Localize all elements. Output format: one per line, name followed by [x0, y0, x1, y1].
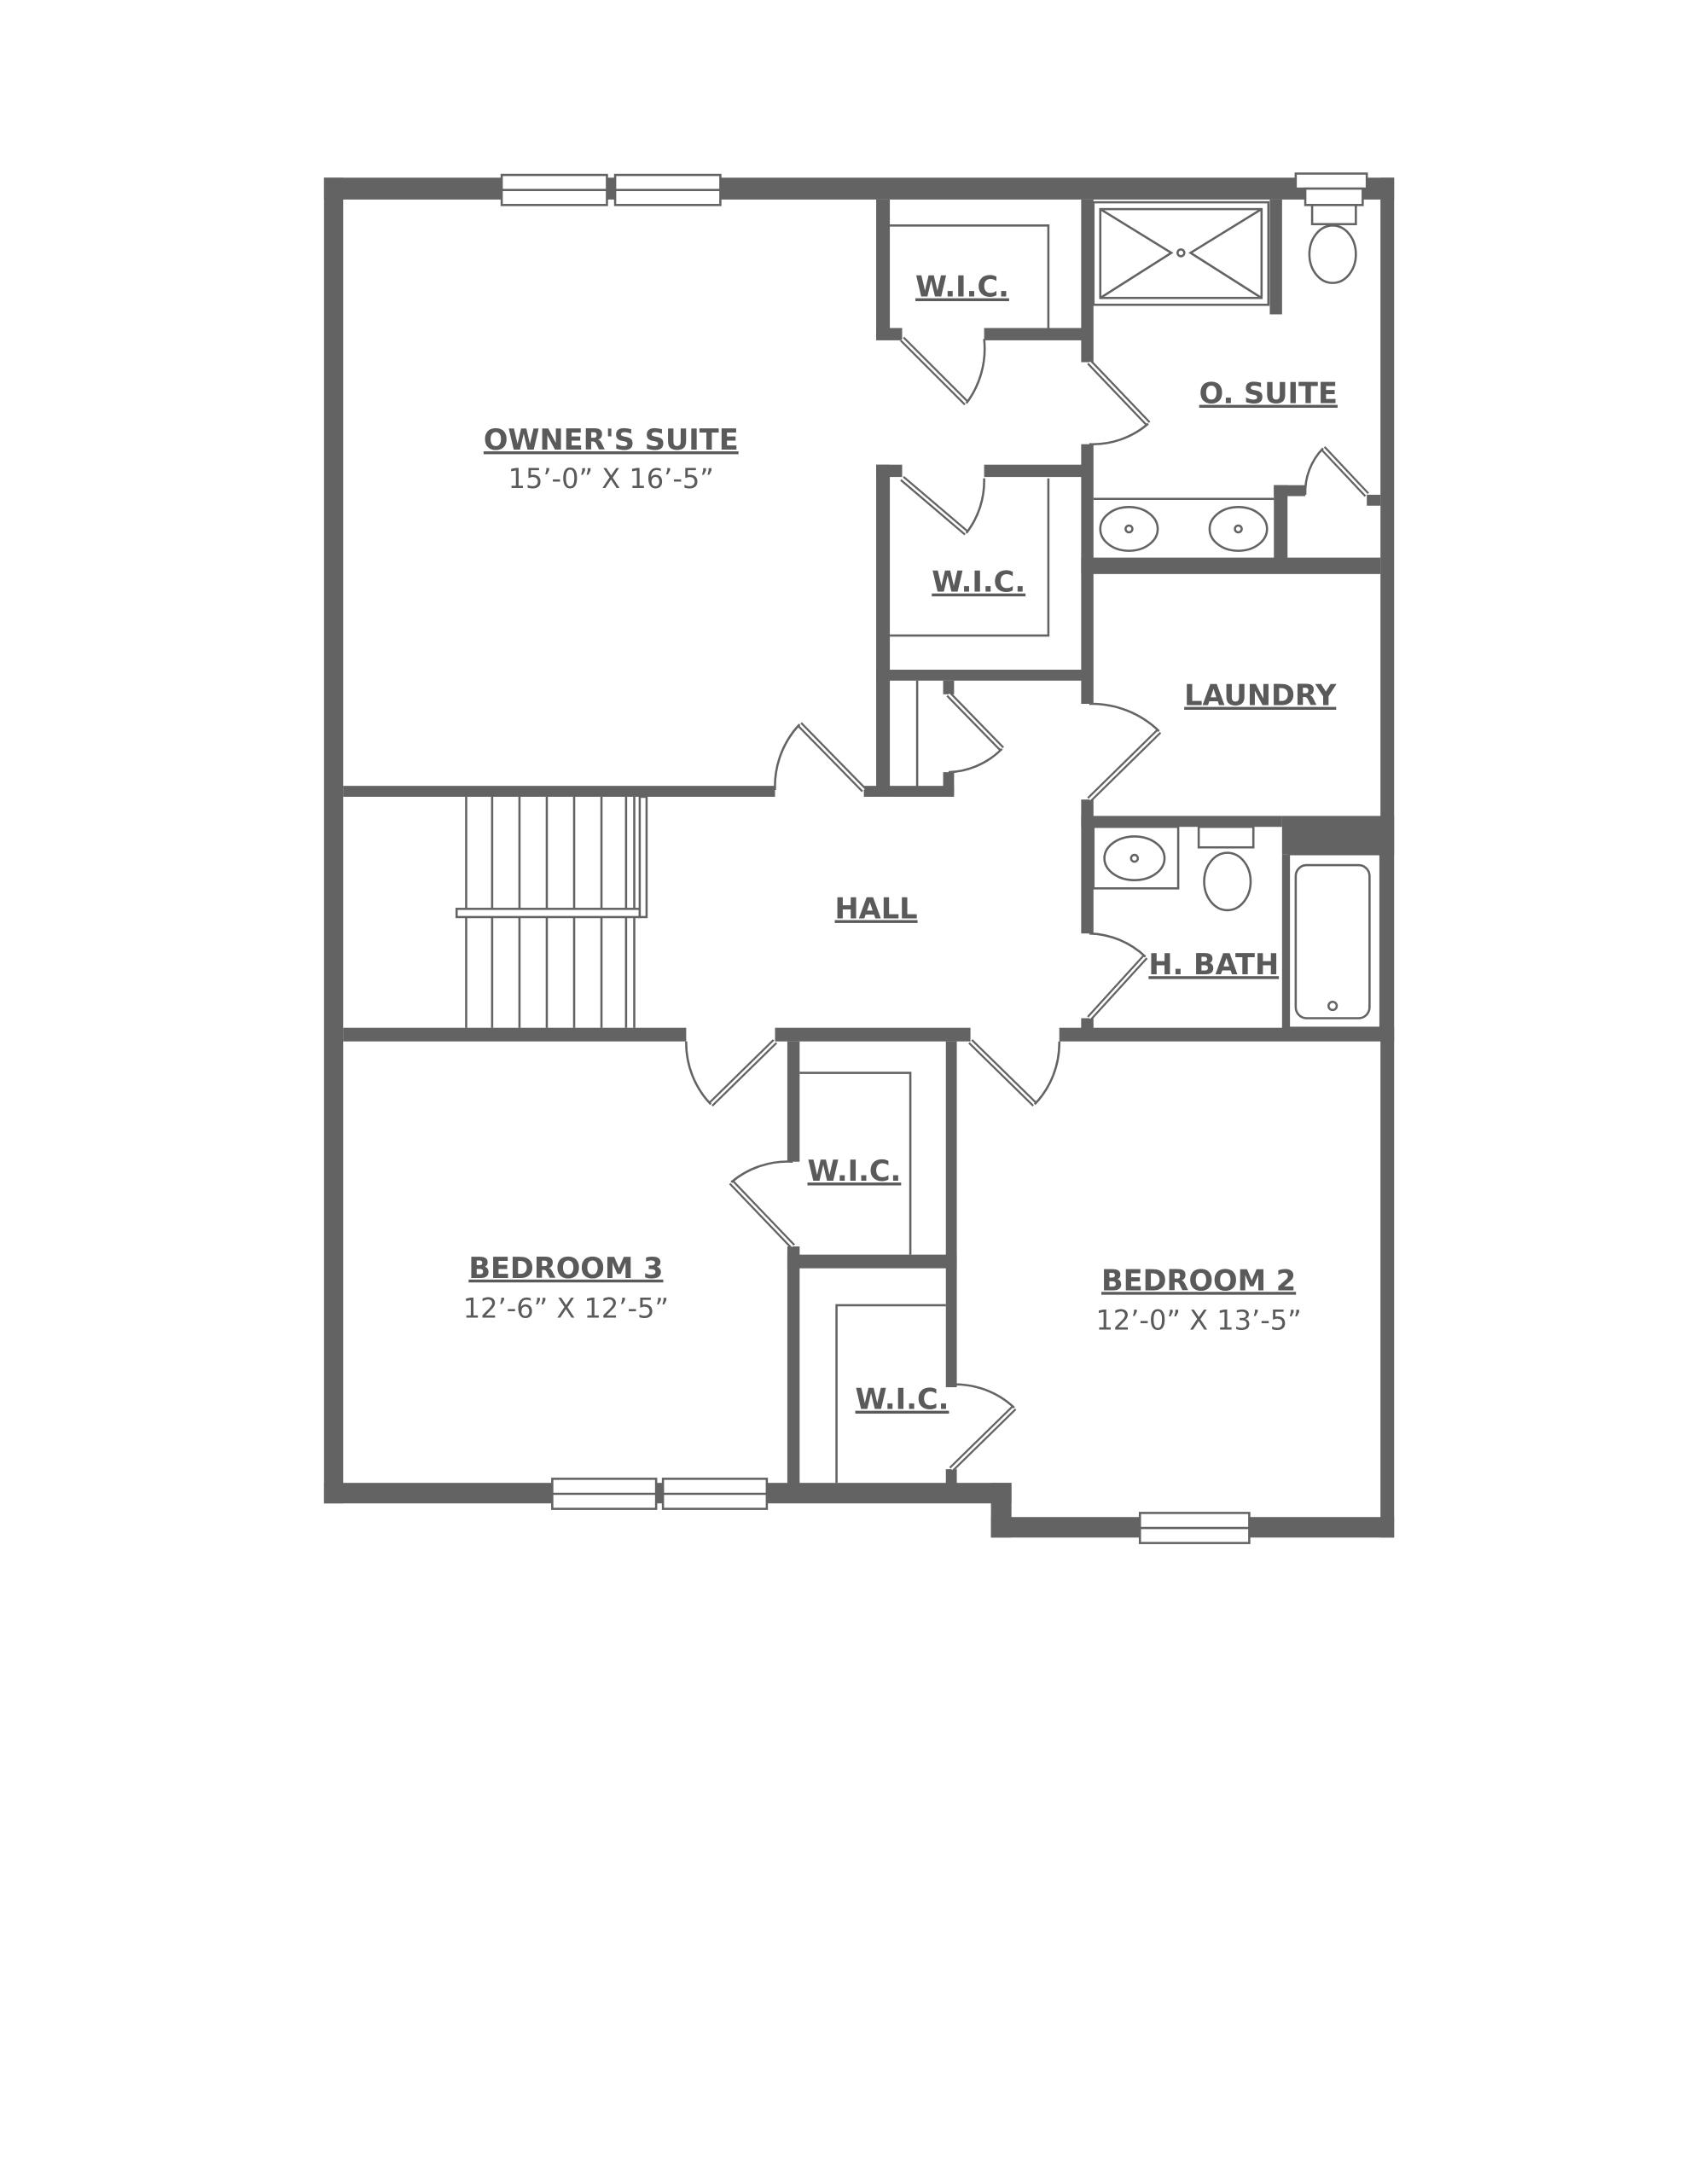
door-wic-upper — [899, 336, 986, 406]
toilet-owner — [1304, 187, 1364, 284]
hall-bath-fixtures — [1092, 825, 1382, 1029]
shower — [1092, 200, 1270, 306]
door-o-suite — [1087, 360, 1151, 445]
staircase — [455, 795, 648, 1028]
doors — [685, 336, 1369, 1472]
door-bedroom3 — [685, 1039, 778, 1107]
wic-owner-lower-label: W.I.C. — [932, 566, 1025, 599]
owners-suite-label: OWNER'S SUITE — [484, 423, 739, 456]
room-labels: OWNER'S SUITE 15’-0” X 16’-5” W.I.C. W.I… — [463, 270, 1338, 1416]
windows — [500, 172, 1368, 1544]
bedroom3-dimensions: 12’-6” X 12’-5” — [463, 1292, 669, 1324]
bedroom3-label: BEDROOM 3 — [468, 1252, 663, 1285]
door-bedroom2 — [968, 1039, 1061, 1107]
owners-suite-dimensions: 15’-0” X 16’-5” — [508, 462, 714, 495]
door-wic-bed2 — [949, 1383, 1017, 1472]
door-laundry — [1087, 702, 1162, 802]
door-owners-suite — [774, 722, 867, 793]
wic-upper-label: W.I.C. — [915, 270, 1009, 304]
door-hall-closet — [946, 692, 1005, 774]
door-wic-lower — [900, 475, 985, 536]
door-wic-bed3 — [729, 1160, 795, 1249]
laundry-label: LAUNDRY — [1184, 679, 1337, 712]
hall-label: HALL — [835, 892, 918, 926]
o-suite-label: O. SUITE — [1199, 377, 1338, 410]
bedroom2-dimensions: 12’-0” X 13’-5” — [1095, 1304, 1301, 1337]
bedroom2-label: BEDROOM 2 — [1101, 1263, 1296, 1297]
h-bath-label: H. BATH — [1148, 948, 1279, 981]
closet-shelves — [799, 224, 1275, 1484]
double-vanity-sinks — [1099, 506, 1269, 552]
interior-walls — [343, 199, 1395, 1493]
wic-bed3-label: W.I.C. — [807, 1154, 901, 1188]
door-o-suite-closet — [1304, 445, 1369, 497]
door-h-bath — [1087, 932, 1148, 1020]
wic-bed2-label: W.I.C. — [856, 1383, 949, 1416]
